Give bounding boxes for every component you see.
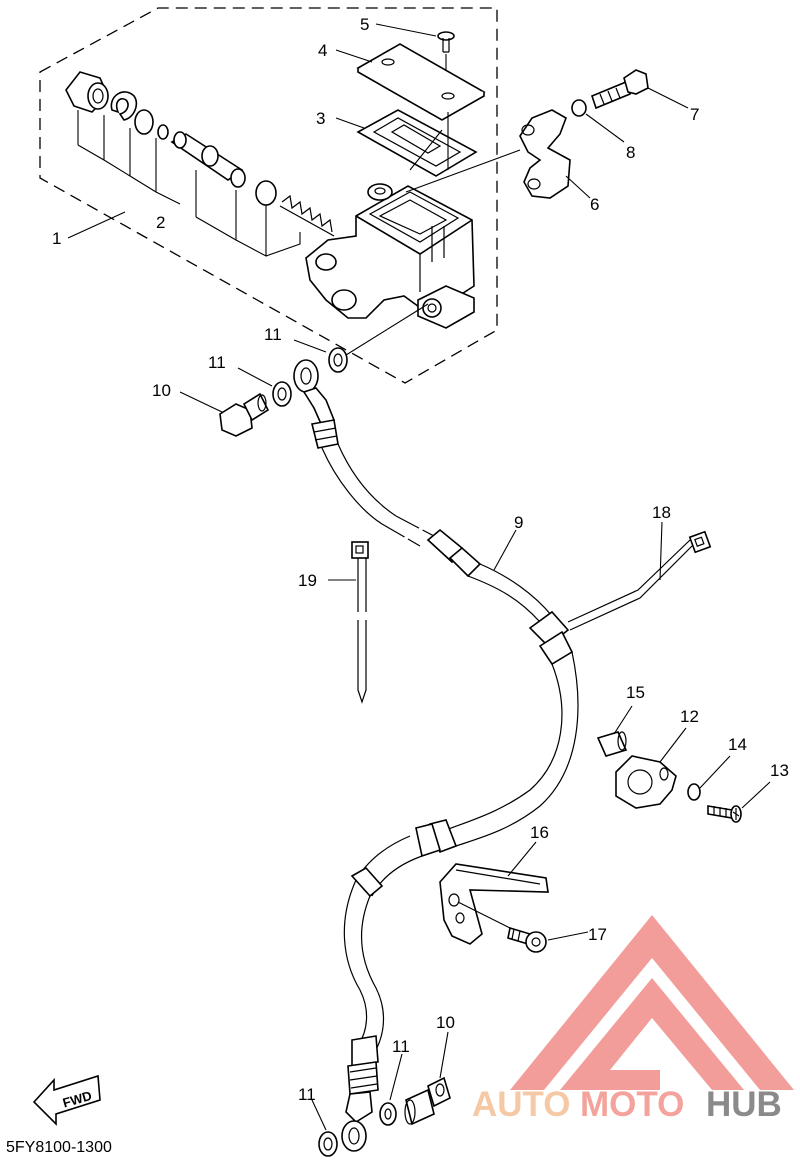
watermark-auto: AUTO	[472, 1085, 571, 1124]
cap-diaphragm	[356, 109, 478, 177]
master-cylinder-body	[305, 183, 475, 329]
callout-14: 14	[728, 735, 747, 754]
callout-4: 4	[318, 41, 327, 60]
watermark-moto: MOTO	[580, 1085, 684, 1124]
callout-11d: 11	[298, 1085, 316, 1104]
leader-7	[647, 87, 689, 109]
gasket-lower-b-hole	[384, 1108, 392, 1120]
leader-12	[659, 727, 687, 763]
handlebar-holder	[519, 109, 571, 199]
cup-seal	[255, 180, 277, 206]
hose-bracket	[439, 863, 549, 945]
o-ring	[157, 124, 169, 140]
callout-6: 6	[590, 195, 599, 214]
fwd-arrow-icon: FWD	[32, 1074, 101, 1126]
leader-11c	[389, 1053, 403, 1101]
leader-10b	[439, 1031, 449, 1079]
callout-7: 7	[690, 105, 699, 124]
callout-10a: 10	[152, 381, 171, 400]
cable-tie-18	[567, 530, 712, 631]
bracket-bolt	[457, 901, 547, 953]
holder-washer	[571, 99, 587, 117]
leader-1	[77, 110, 181, 205]
callout-9: 9	[514, 513, 523, 532]
diagram-code: 5FY8100-1300	[6, 1139, 112, 1156]
holder-bolt	[591, 69, 649, 110]
triangle-logo-icon	[510, 915, 794, 1090]
gasket-upper-b	[328, 347, 348, 373]
clamp-screw	[707, 805, 742, 823]
union-bolt-lower	[404, 1076, 451, 1126]
gasket-upper-a-hole	[277, 387, 287, 401]
leader-1-line	[67, 211, 126, 239]
return-spring	[279, 194, 335, 237]
leader-13	[741, 781, 771, 809]
callout-8: 8	[626, 143, 635, 162]
leader-10a	[179, 391, 223, 413]
callout-15: 15	[626, 683, 645, 702]
leader-5	[375, 23, 437, 37]
leader-16	[507, 841, 537, 877]
callout-13: 13	[770, 761, 789, 780]
leader-3	[335, 117, 365, 129]
leader-11a	[293, 339, 327, 353]
clamp-washer	[687, 783, 701, 801]
dust-boot	[65, 71, 109, 113]
leader-banjo-axis	[337, 303, 429, 361]
piston-assembly	[170, 131, 246, 188]
callout-16: 16	[530, 823, 549, 842]
leader-15	[613, 705, 633, 735]
callout-2: 2	[156, 213, 165, 232]
callout-1: 1	[52, 229, 61, 248]
callout-3: 3	[316, 109, 325, 128]
leader-18	[659, 521, 663, 581]
assembly-boundary	[39, 7, 498, 384]
hose-clamp	[615, 755, 677, 809]
leader-4	[335, 49, 373, 63]
leader-17	[547, 931, 589, 941]
leader-11b	[237, 367, 273, 387]
watermark-hub: HUB	[706, 1085, 782, 1124]
callout-19: 19	[298, 571, 317, 590]
gasket-upper-b-hole	[333, 353, 343, 367]
reservoir-cap	[356, 43, 486, 121]
callout-11a: 11	[264, 325, 282, 344]
callout-18: 18	[652, 503, 671, 522]
callout-5: 5	[360, 15, 369, 34]
leader-holder-axis	[405, 149, 521, 193]
cable-tie-19	[351, 541, 369, 704]
leader-assembly-cap	[409, 112, 449, 171]
leader-11d	[311, 1099, 327, 1131]
circlip	[110, 91, 138, 121]
gasket-upper-a	[272, 381, 292, 407]
callout-10b: 10	[436, 1013, 455, 1032]
washer-ring	[134, 109, 154, 135]
callout-11b: 11	[208, 353, 226, 372]
leader-2	[195, 170, 301, 257]
leader-6	[565, 175, 591, 199]
watermark-text: AUTO MOTO HUB	[472, 1085, 782, 1124]
callout-11c: 11	[392, 1037, 410, 1056]
leader-14	[699, 755, 731, 789]
callout-12: 12	[680, 707, 699, 726]
callout-17: 17	[588, 925, 607, 944]
gasket-lower-a-hole	[323, 1137, 333, 1151]
brake-hose	[293, 359, 579, 1152]
leader-9	[493, 529, 517, 571]
gasket-lower-a	[318, 1131, 338, 1157]
union-bolt-upper	[219, 392, 270, 437]
gasket-lower-b	[379, 1102, 397, 1126]
clamp-collar	[596, 731, 628, 757]
leader-8	[585, 113, 625, 143]
